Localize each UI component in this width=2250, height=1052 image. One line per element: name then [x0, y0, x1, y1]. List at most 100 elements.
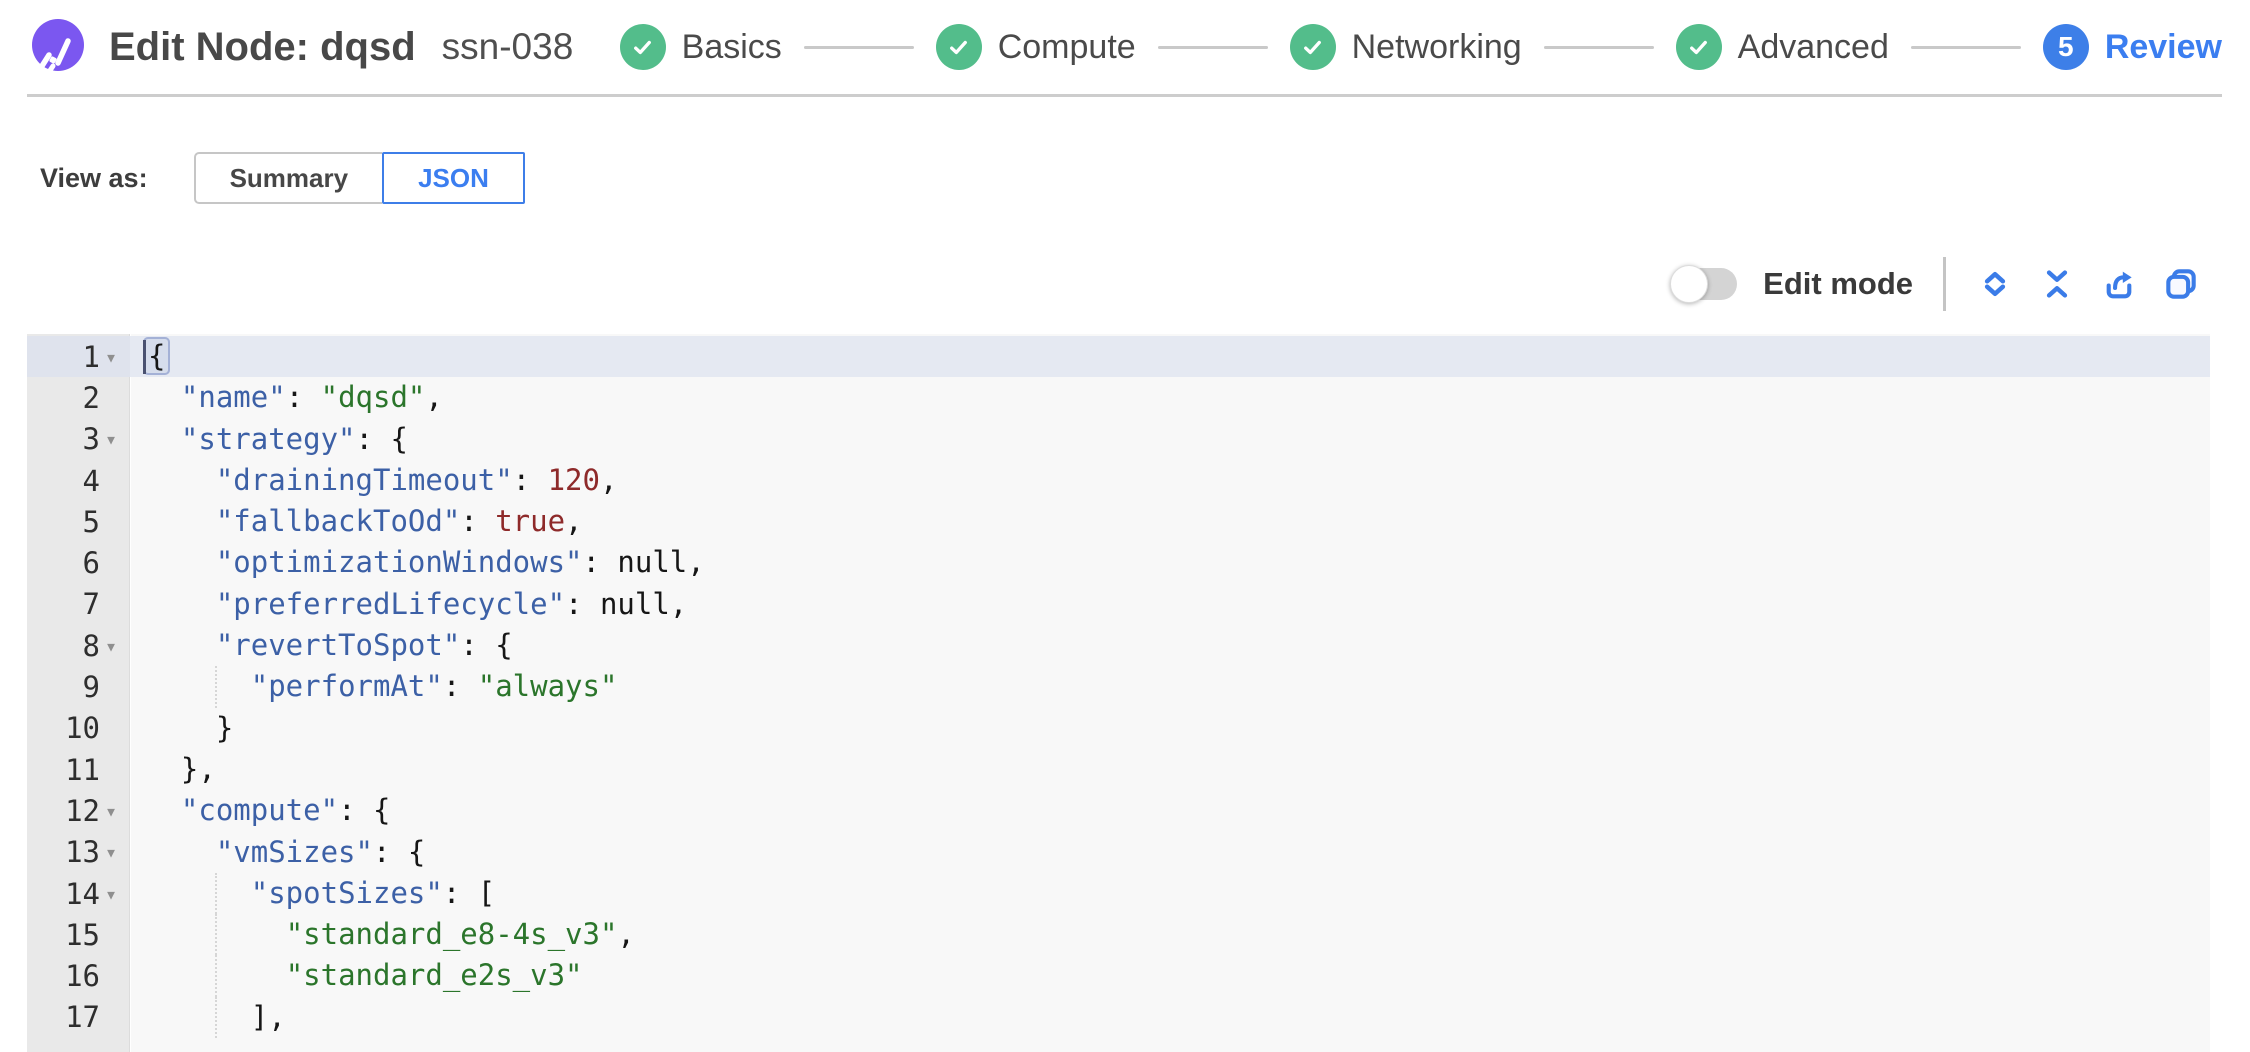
- toggle-knob[interactable]: [1670, 265, 1709, 303]
- code-text[interactable]: ],: [130, 996, 2210, 1039]
- fold-arrow-icon[interactable]: ▾: [105, 798, 118, 823]
- page-title: Edit Node: dqsd: [109, 24, 416, 69]
- code-line[interactable]: 16▾ "standard_e2s_v3": [27, 955, 2210, 997]
- code-line[interactable]: 1▾ {: [27, 336, 2210, 378]
- code-text[interactable]: "drainingTimeout": 120,: [215, 462, 618, 497]
- spot-logo-icon: [32, 19, 84, 75]
- line-number: 9: [82, 670, 100, 705]
- code-text[interactable]: "standard_e8-4s_v3",: [130, 914, 2210, 956]
- editor-lines: 1▾{2▾ "name": "dqsd",3▾ "strategy": {4▾ …: [27, 336, 2210, 1039]
- fold-arrow-icon[interactable]: ▾: [105, 427, 118, 452]
- step-advanced[interactable]: Advanced: [1675, 24, 1889, 70]
- code-line[interactable]: 10▾ }: [27, 708, 2210, 749]
- node-id-subtitle: ssn-038: [441, 26, 574, 67]
- code-line[interactable]: 9▾ "performAt": "always": [27, 666, 2210, 708]
- code-text[interactable]: {: [130, 336, 2210, 378]
- line-number: 15: [65, 917, 100, 952]
- step-check-icon[interactable]: [1675, 24, 1722, 70]
- fold-arrow-icon[interactable]: ▾: [105, 840, 118, 865]
- gutter-cell: 17▾: [27, 997, 130, 1038]
- code-text[interactable]: "name": "dqsd",: [180, 380, 443, 415]
- step-check-icon[interactable]: [619, 24, 666, 70]
- step-basics[interactable]: Basics: [619, 24, 782, 70]
- line-number: 4: [82, 463, 100, 498]
- code-text[interactable]: },: [180, 751, 216, 786]
- gutter-cell: 16▾: [27, 955, 130, 996]
- code-line[interactable]: 13▾ "vmSizes": {: [27, 832, 2210, 873]
- collapse-all-icon[interactable]: [2038, 265, 2076, 303]
- code-text[interactable]: "vmSizes": {: [215, 834, 426, 869]
- code-text[interactable]: "preferredLifecycle": null,: [215, 586, 688, 621]
- json-editor[interactable]: 1▾{2▾ "name": "dqsd",3▾ "strategy": {4▾ …: [27, 334, 2210, 1052]
- code-text[interactable]: "strategy": {: [180, 421, 408, 456]
- code-line[interactable]: 15▾ "standard_e8-4s_v3",: [27, 914, 2210, 956]
- code-text[interactable]: "standard_e2s_v3": [130, 955, 2210, 997]
- view-option-json[interactable]: JSON: [382, 152, 525, 204]
- gutter-cell: 4▾: [27, 460, 130, 501]
- edit-mode-label: Edit mode: [1763, 266, 1913, 301]
- code-line[interactable]: 6▾ "optimizationWindows": null,: [27, 542, 2210, 583]
- code-line[interactable]: 4▾ "drainingTimeout": 120,: [27, 460, 2210, 501]
- step-networking[interactable]: Networking: [1289, 24, 1522, 70]
- stepper: Basics Compute Networking Advanced 5 Review: [619, 24, 2222, 70]
- step-compute[interactable]: Compute: [935, 24, 1136, 70]
- edit-mode-toggle[interactable]: [1670, 265, 1738, 303]
- line-number: 1: [82, 339, 100, 374]
- line-number: 5: [82, 504, 100, 539]
- bracket-highlight: {: [143, 337, 171, 375]
- code-line[interactable]: 3▾ "strategy": {: [27, 419, 2210, 460]
- step-connector: [803, 45, 914, 49]
- gutter-cell: 2▾: [27, 377, 130, 418]
- code-text[interactable]: "spotSizes": [: [130, 872, 2210, 915]
- code-text[interactable]: "performAt": "always": [130, 666, 2210, 708]
- fold-arrow-icon[interactable]: ▾: [105, 633, 118, 658]
- line-number: 3: [82, 422, 100, 457]
- gutter-cell: 13▾: [27, 832, 130, 873]
- code-text[interactable]: "compute": {: [180, 793, 391, 828]
- code-line[interactable]: 7▾ "preferredLifecycle": null,: [27, 584, 2210, 625]
- line-number: 2: [82, 380, 100, 415]
- view-option-summary[interactable]: Summary: [193, 152, 383, 204]
- expand-all-icon[interactable]: [1976, 265, 2014, 303]
- fold-arrow-icon[interactable]: ▾: [105, 881, 118, 906]
- code-line[interactable]: 2▾ "name": "dqsd",: [27, 377, 2210, 418]
- toolbar-icons: [1976, 265, 2200, 303]
- line-number: 10: [65, 711, 100, 746]
- indent-guide: [215, 996, 217, 1039]
- export-icon[interactable]: [2100, 265, 2138, 303]
- text-cursor: [143, 340, 146, 374]
- code-text[interactable]: }: [215, 710, 234, 745]
- editor-toolbar: Edit mode: [0, 256, 2200, 312]
- fold-arrow-icon[interactable]: ▾: [105, 344, 118, 369]
- code-text[interactable]: "fallbackToOd": true,: [215, 504, 583, 539]
- gutter-cell: 7▾: [27, 584, 130, 625]
- step-check-icon[interactable]: [935, 24, 982, 70]
- gutter-cell: 3▾: [27, 419, 130, 460]
- code-line[interactable]: 5▾ "fallbackToOd": true,: [27, 501, 2210, 542]
- editor-gutter: [27, 334, 130, 1052]
- toolbar-divider: [1943, 257, 1946, 311]
- step-label: Networking: [1351, 27, 1522, 66]
- app-header: Edit Node: dqsd ssn-038 Basics Compute Net…: [27, 0, 2222, 97]
- step-check-icon[interactable]: [1289, 24, 1336, 70]
- code-line[interactable]: 14▾ "spotSizes": [: [27, 872, 2210, 915]
- gutter-cell: 8▾: [27, 625, 130, 666]
- editor-code-area: [131, 334, 2210, 1052]
- view-as-label: View as:: [40, 162, 148, 193]
- code-text[interactable]: "optimizationWindows": null,: [215, 545, 705, 580]
- copy-icon[interactable]: [2162, 265, 2200, 303]
- gutter-cell: 14▾: [27, 873, 130, 914]
- code-line[interactable]: 11▾ },: [27, 749, 2210, 790]
- code-line[interactable]: 12▾ "compute": {: [27, 790, 2210, 831]
- step-label: Review: [2104, 27, 2222, 66]
- gutter-cell: 10▾: [27, 708, 130, 749]
- code-line[interactable]: 17▾ ],: [27, 996, 2210, 1039]
- line-number: 13: [65, 835, 100, 870]
- code-line[interactable]: 8▾ "revertToSpot": {: [27, 625, 2210, 666]
- code-text[interactable]: "revertToSpot": {: [215, 628, 513, 663]
- step-number-badge[interactable]: 5: [2042, 24, 2089, 70]
- line-number: 8: [82, 628, 100, 663]
- step-label: Basics: [681, 27, 782, 66]
- step-review[interactable]: 5 Review: [2042, 24, 2222, 70]
